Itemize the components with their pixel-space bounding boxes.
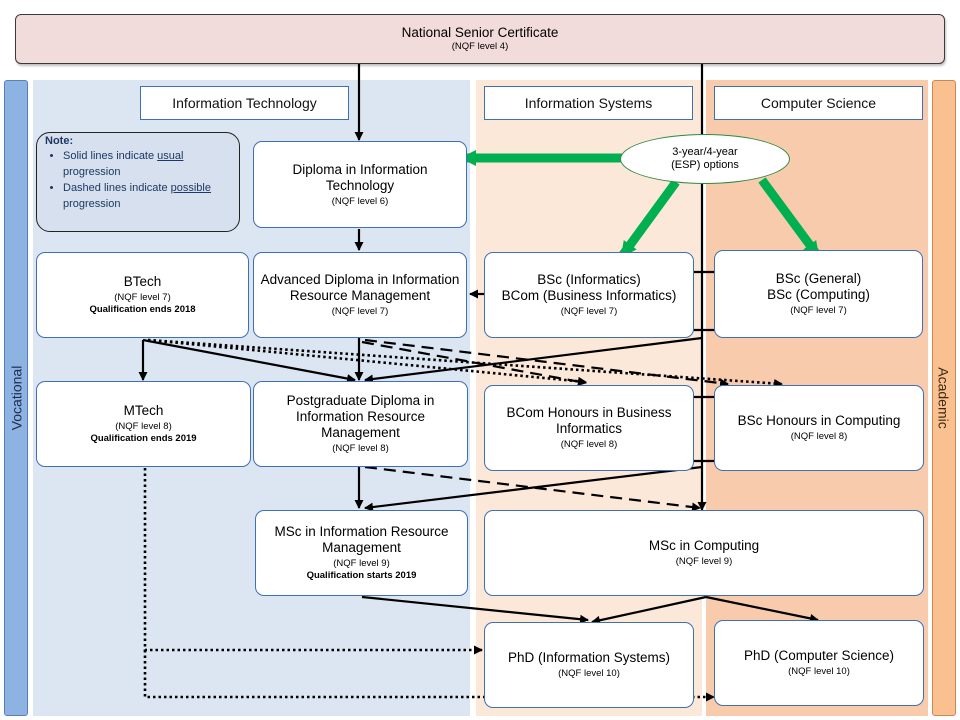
mtech-note: Qualification ends 2019 [90,433,197,444]
msc-computing-title: MSc in Computing [648,538,760,553]
bsc-honours-box: BSc Honours in Computing (NQF level 8) [714,385,924,471]
green-arrow-bsc-gen [758,177,822,259]
arrow-msccomp-phdcs [705,595,819,623]
dotted-btech-bcomhons [147,338,587,386]
arrow-bsc-pg [364,336,703,384]
mtech-box: MTech (NQF level 8) Qualification ends 2… [36,381,251,467]
legend-note: Note: Solid lines indicate usual progres… [36,132,240,232]
btech-box: BTech (NQF level 7) Qualification ends 2… [36,252,249,338]
btech-level: (NQF level 7) [114,292,171,303]
esp-options-oval: 3-year/4-year (ESP) options [620,134,790,184]
dashed-adv-bschons [364,338,729,388]
bsc-informatics-title2: BCom (Business Informatics) [501,288,677,303]
phd-is-level: (NQF level 10) [558,668,620,679]
header-information-systems: Information Systems [484,86,693,120]
diploma-it-level: (NQF level 6) [331,195,389,207]
postgraduate-diploma-level: (NQF level 8) [332,443,389,454]
bcom-honours-box: BCom Honours in Business Informatics (NQ… [484,385,694,471]
diploma-it-title: Diploma in Information Technology [292,161,428,193]
arrow-mscirm-phdis [361,595,589,624]
vocational-label: Vocational [4,80,28,716]
arrow-msccomp-phdis [591,595,707,625]
bsc-general-title2: BSc (Computing) [767,287,870,302]
note-solid-line: Solid lines indicate usual progression [63,148,231,180]
bsc-informatics-level: (NQF level 7) [560,306,618,317]
nsc-title: National Senior Certificate [401,25,559,40]
advanced-diploma-title: Advanced Diploma in Information Resource… [260,272,460,303]
postgraduate-diploma-title: Postgraduate Diploma in Information Reso… [286,393,435,440]
postgraduate-diploma-box: Postgraduate Diploma in Information Reso… [253,381,468,467]
msc-irm-title: MSc in Information Resource Management [274,524,449,555]
bsc-honours-level: (NQF level 8) [790,431,848,442]
national-senior-certificate-box: National Senior Certificate (NQF level 4… [15,14,945,64]
msc-irm-level: (NQF level 9) [333,558,390,569]
note-dashed-line: Dashed lines indicate possible progressi… [63,180,231,212]
arrow-btech-pg [142,338,356,383]
academic-label: Academic [932,80,956,716]
dotted-btech-bschons [147,338,783,388]
msc-irm-box: MSc in Information Resource Management (… [255,510,468,596]
bsc-general-box: BSc (General) BSc (Computing) (NQF level… [714,250,923,338]
msc-irm-note: Qualification starts 2019 [306,570,417,581]
bcom-honours-level: (NQF level 8) [560,439,618,450]
bsc-honours-title: BSc Honours in Computing [737,413,901,428]
mtech-level: (NQF level 8) [115,421,172,432]
green-arrow-bsc-inf [618,179,680,259]
oval-line1: 3-year/4-year [672,146,738,158]
bsc-general-title1: BSc (General) [775,271,862,286]
bsc-informatics-title1: BSc (Informatics) [537,272,641,287]
arrow-hons-msc [364,465,703,512]
mtech-title: MTech [123,403,164,418]
header-information-technology: Information Technology [140,86,349,120]
advanced-diploma-box: Advanced Diploma in Information Resource… [253,252,467,338]
phd-is-box: PhD (Information Systems) (NQF level 10) [484,622,694,708]
msc-computing-level: (NQF level 9) [675,556,733,567]
diploma-it-box: Diploma in Information Technology (NQF l… [253,141,467,228]
nsc-level: (NQF level 4) [451,41,509,52]
phd-cs-box: PhD (Computer Science) (NQF level 10) [714,620,924,706]
advanced-diploma-level: (NQF level 7) [331,306,389,317]
oval-line2: (ESP) options [671,159,739,171]
phd-is-title: PhD (Information Systems) [507,650,671,665]
phd-cs-level: (NQF level 10) [788,666,850,677]
msc-computing-box: MSc in Computing (NQF level 9) [484,510,924,596]
header-computer-science: Computer Science [714,86,923,120]
bsc-general-level: (NQF level 7) [790,305,847,316]
note-title: Note: [45,135,74,147]
btech-title: BTech [123,274,162,289]
btech-note: Qualification ends 2018 [89,304,196,315]
phd-cs-title: PhD (Computer Science) [743,648,895,663]
bsc-informatics-box: BSc (Informatics) BCom (Business Informa… [484,252,694,338]
bcom-honours-title: BCom Honours in Business Informatics [506,405,672,436]
